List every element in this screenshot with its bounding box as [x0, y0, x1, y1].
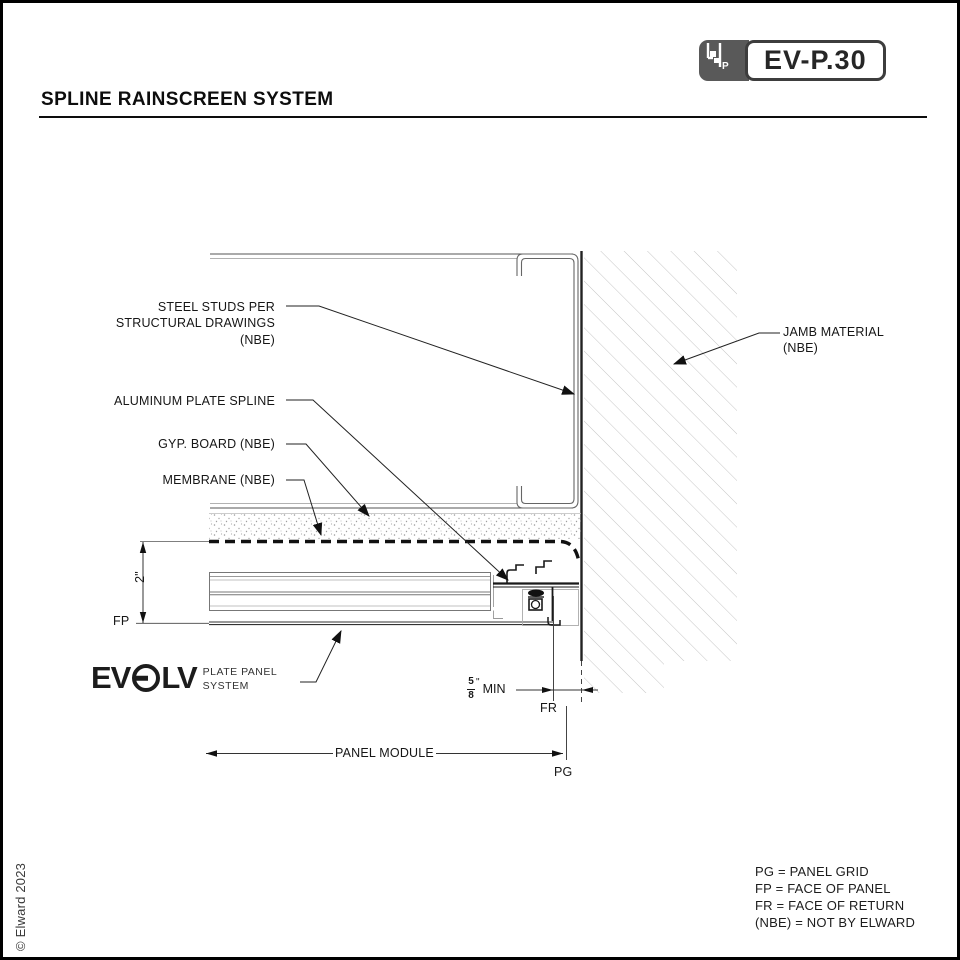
- label-fp: FP: [113, 614, 130, 628]
- leader-lines: [286, 305, 780, 683]
- leader-aluminum-spline: [286, 399, 509, 581]
- logo-o-icon: [132, 664, 161, 692]
- detail-number-badge: P EV-P.30: [699, 40, 886, 81]
- copyright-text: © Elward 2023: [13, 862, 28, 951]
- gyp-board-stipple: [209, 513, 581, 539]
- leader-gyp-board: [286, 443, 370, 517]
- logo-ev: EV: [91, 660, 131, 695]
- logo-tagline: PLATE PANEL SYSTEM: [202, 666, 278, 692]
- dimension-text-panel-module: PANEL MODULE: [335, 746, 434, 760]
- legend-item-nbe: (NBE) = NOT BY ELWARD: [755, 915, 916, 931]
- evolv-logo: EV LV PLATE PANEL SYSTEM: [91, 662, 277, 693]
- label-aluminum-spline: ALUMINUM PLATE SPLINE: [114, 394, 275, 408]
- dimension-text-2in: 2": [133, 571, 147, 583]
- spline-clip-detail: [493, 560, 579, 626]
- leader-membrane: [286, 479, 323, 537]
- dimension-min-gap: [516, 596, 598, 701]
- label-jamb-material: JAMB MATERIAL (NBE): [783, 325, 884, 356]
- title-underline: [39, 116, 927, 119]
- detail-number: EV-P.30: [745, 40, 886, 81]
- jamb-material-hatch: [580, 251, 737, 703]
- detail-drawing: [136, 251, 780, 760]
- panel-spline-extrusion: [209, 572, 553, 626]
- label-steel-studs: STEEL STUDS PER STRUCTURAL DRAWINGS (NBE…: [115, 300, 275, 347]
- leader-jamb-material: [672, 332, 780, 365]
- label-gyp-board: GYP. BOARD (NBE): [158, 437, 275, 451]
- logo-lv: LV: [161, 660, 197, 695]
- steel-stud-profile: [210, 253, 579, 509]
- label-fr: FR: [540, 701, 558, 715]
- fraction: 5 8: [467, 676, 475, 702]
- svg-text:P: P: [722, 61, 729, 72]
- membrane-dashed-line: [209, 539, 581, 561]
- legend-item-fp: FP = FACE OF PANEL: [755, 881, 891, 897]
- dimension-text-min-gap: 5 8 " MIN: [467, 676, 506, 702]
- leader-steel-studs: [286, 305, 576, 395]
- dimension-panel-module: [206, 706, 567, 760]
- leader-evolv-panel: [300, 630, 342, 683]
- legend-item-fr: FR = FACE OF RETURN: [755, 898, 905, 914]
- label-pg: PG: [554, 765, 573, 779]
- page-title: SPLINE RAINSCREEN SYSTEM: [41, 89, 334, 110]
- label-membrane: MEMBRANE (NBE): [162, 473, 275, 487]
- abbreviation-legend: PG = PANEL GRID FP = FACE OF PANEL FR = …: [755, 863, 915, 932]
- plate-panel-icon: P: [699, 40, 749, 81]
- dimension-2in: [136, 541, 209, 624]
- legend-item-pg: PG = PANEL GRID: [755, 864, 869, 879]
